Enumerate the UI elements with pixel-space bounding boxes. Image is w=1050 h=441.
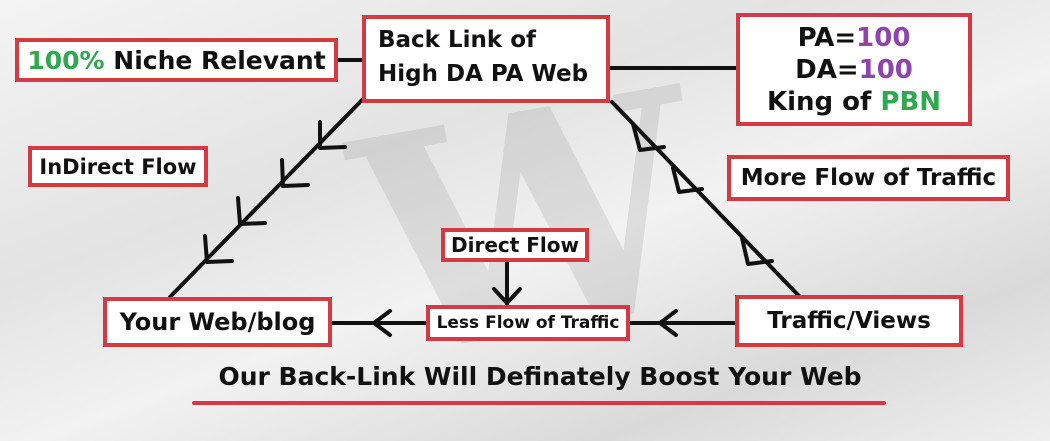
arrow-chevron bbox=[280, 158, 310, 188]
footer-underline bbox=[192, 401, 886, 405]
king-line: King of PBN bbox=[766, 86, 942, 117]
traffic-views-box: Traffic/Views bbox=[735, 295, 963, 347]
niche-text: Niche Relevant bbox=[113, 45, 326, 75]
more-flow-box: More Flow of Traffic bbox=[727, 155, 1010, 201]
pa-value: 100 bbox=[856, 22, 911, 53]
traffic-up-line bbox=[610, 100, 802, 299]
arrow-chevron bbox=[631, 122, 666, 152]
less-flow-box: Less Flow of Traffic bbox=[426, 305, 630, 341]
arrow-chevron bbox=[671, 166, 704, 194]
arrow-chevron bbox=[658, 309, 678, 337]
da-line: DA=100 bbox=[795, 54, 913, 85]
stats-box: PA=100 DA=100 King of PBN bbox=[736, 13, 972, 126]
arrow-chevron bbox=[236, 196, 267, 226]
direct-flow-box: Direct Flow bbox=[441, 228, 589, 262]
backlink-line2: High DA PA Web bbox=[378, 61, 589, 87]
indirect-line bbox=[168, 98, 364, 299]
king-value: PBN bbox=[880, 86, 942, 117]
arrow-chevron bbox=[740, 236, 774, 266]
da-value: 100 bbox=[858, 54, 913, 85]
backlink-box: Back Link of High DA PA Web bbox=[362, 15, 610, 103]
niche-relevant-box: 100% Niche Relevant bbox=[15, 38, 338, 82]
arrow-chevron bbox=[492, 287, 522, 305]
arrow-chevron bbox=[318, 120, 347, 150]
indirect-flow-box: InDirect Flow bbox=[28, 146, 208, 187]
pa-line: PA=100 bbox=[797, 22, 911, 53]
your-web-box: Your Web/blog bbox=[103, 297, 332, 347]
backlink-line1: Back Link of bbox=[378, 27, 537, 53]
arrow-chevron bbox=[203, 234, 234, 264]
footer-tagline: Our Back-Link Will Definately Boost Your… bbox=[218, 362, 862, 391]
arrow-chevron bbox=[372, 309, 392, 337]
niche-percent: 100% bbox=[27, 45, 105, 75]
